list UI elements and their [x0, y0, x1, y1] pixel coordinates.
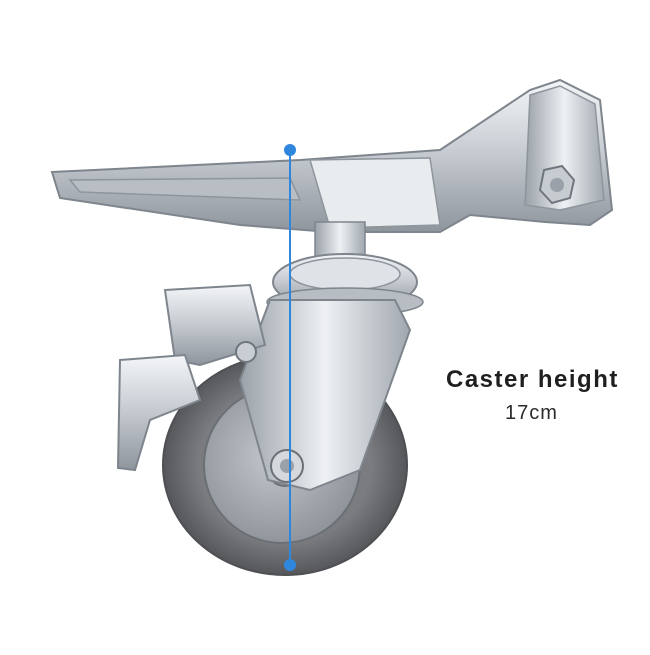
caster-height-value: 17cm: [505, 402, 558, 424]
measure-bottom-marker: [284, 559, 296, 571]
measure-top-marker: [284, 144, 296, 156]
height-measure-line: [284, 144, 296, 571]
hex-bolt: [538, 164, 576, 205]
lever-arm: [50, 78, 614, 233]
brake-pedal: [116, 283, 267, 472]
caster-fork: [238, 299, 412, 492]
caster-height-label: Caster height: [446, 366, 619, 393]
